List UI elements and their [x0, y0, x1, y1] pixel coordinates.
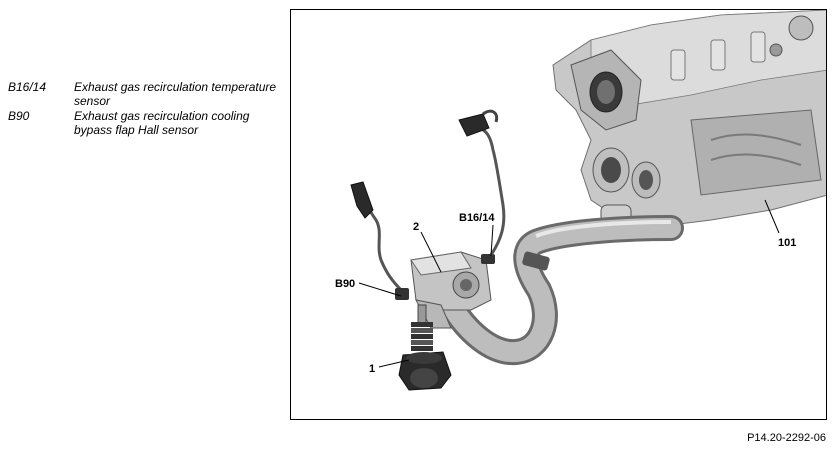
callout-b90: B90 — [335, 278, 355, 290]
figure-frame: 2 B90 B16/14 1 101 — [290, 9, 827, 420]
legend: B16/14 Exhaust gas recirculation tempera… — [8, 80, 288, 138]
legend-code: B90 — [8, 109, 30, 123]
b16-14-sensor-cable — [458, 109, 506, 256]
legend-code: B16/14 — [8, 80, 47, 94]
callout-2: 2 — [413, 221, 419, 233]
callout-leaders — [358, 199, 780, 368]
b90-sensor-cable — [350, 181, 409, 300]
callout-1: 1 — [369, 363, 375, 375]
engine-block — [552, 10, 826, 226]
callout-101: 101 — [778, 237, 796, 249]
actuator — [398, 304, 452, 391]
callout-b16-14: B16/14 — [459, 212, 495, 224]
egr-pipe — [438, 215, 684, 366]
legend-description: Exhaust gas recirculation cooling bypass… — [74, 109, 250, 137]
legend-item-b16-14: B16/14 Exhaust gas recirculation tempera… — [8, 80, 288, 108]
legend-item-b90: B90 Exhaust gas recirculation cooling by… — [8, 109, 288, 137]
figure-code: P14.20-2292-06 — [747, 432, 826, 444]
legend-description: Exhaust gas recirculation temperature se… — [74, 80, 277, 108]
egr-assembly-illustration: 2 B90 B16/14 1 101 — [335, 10, 826, 391]
